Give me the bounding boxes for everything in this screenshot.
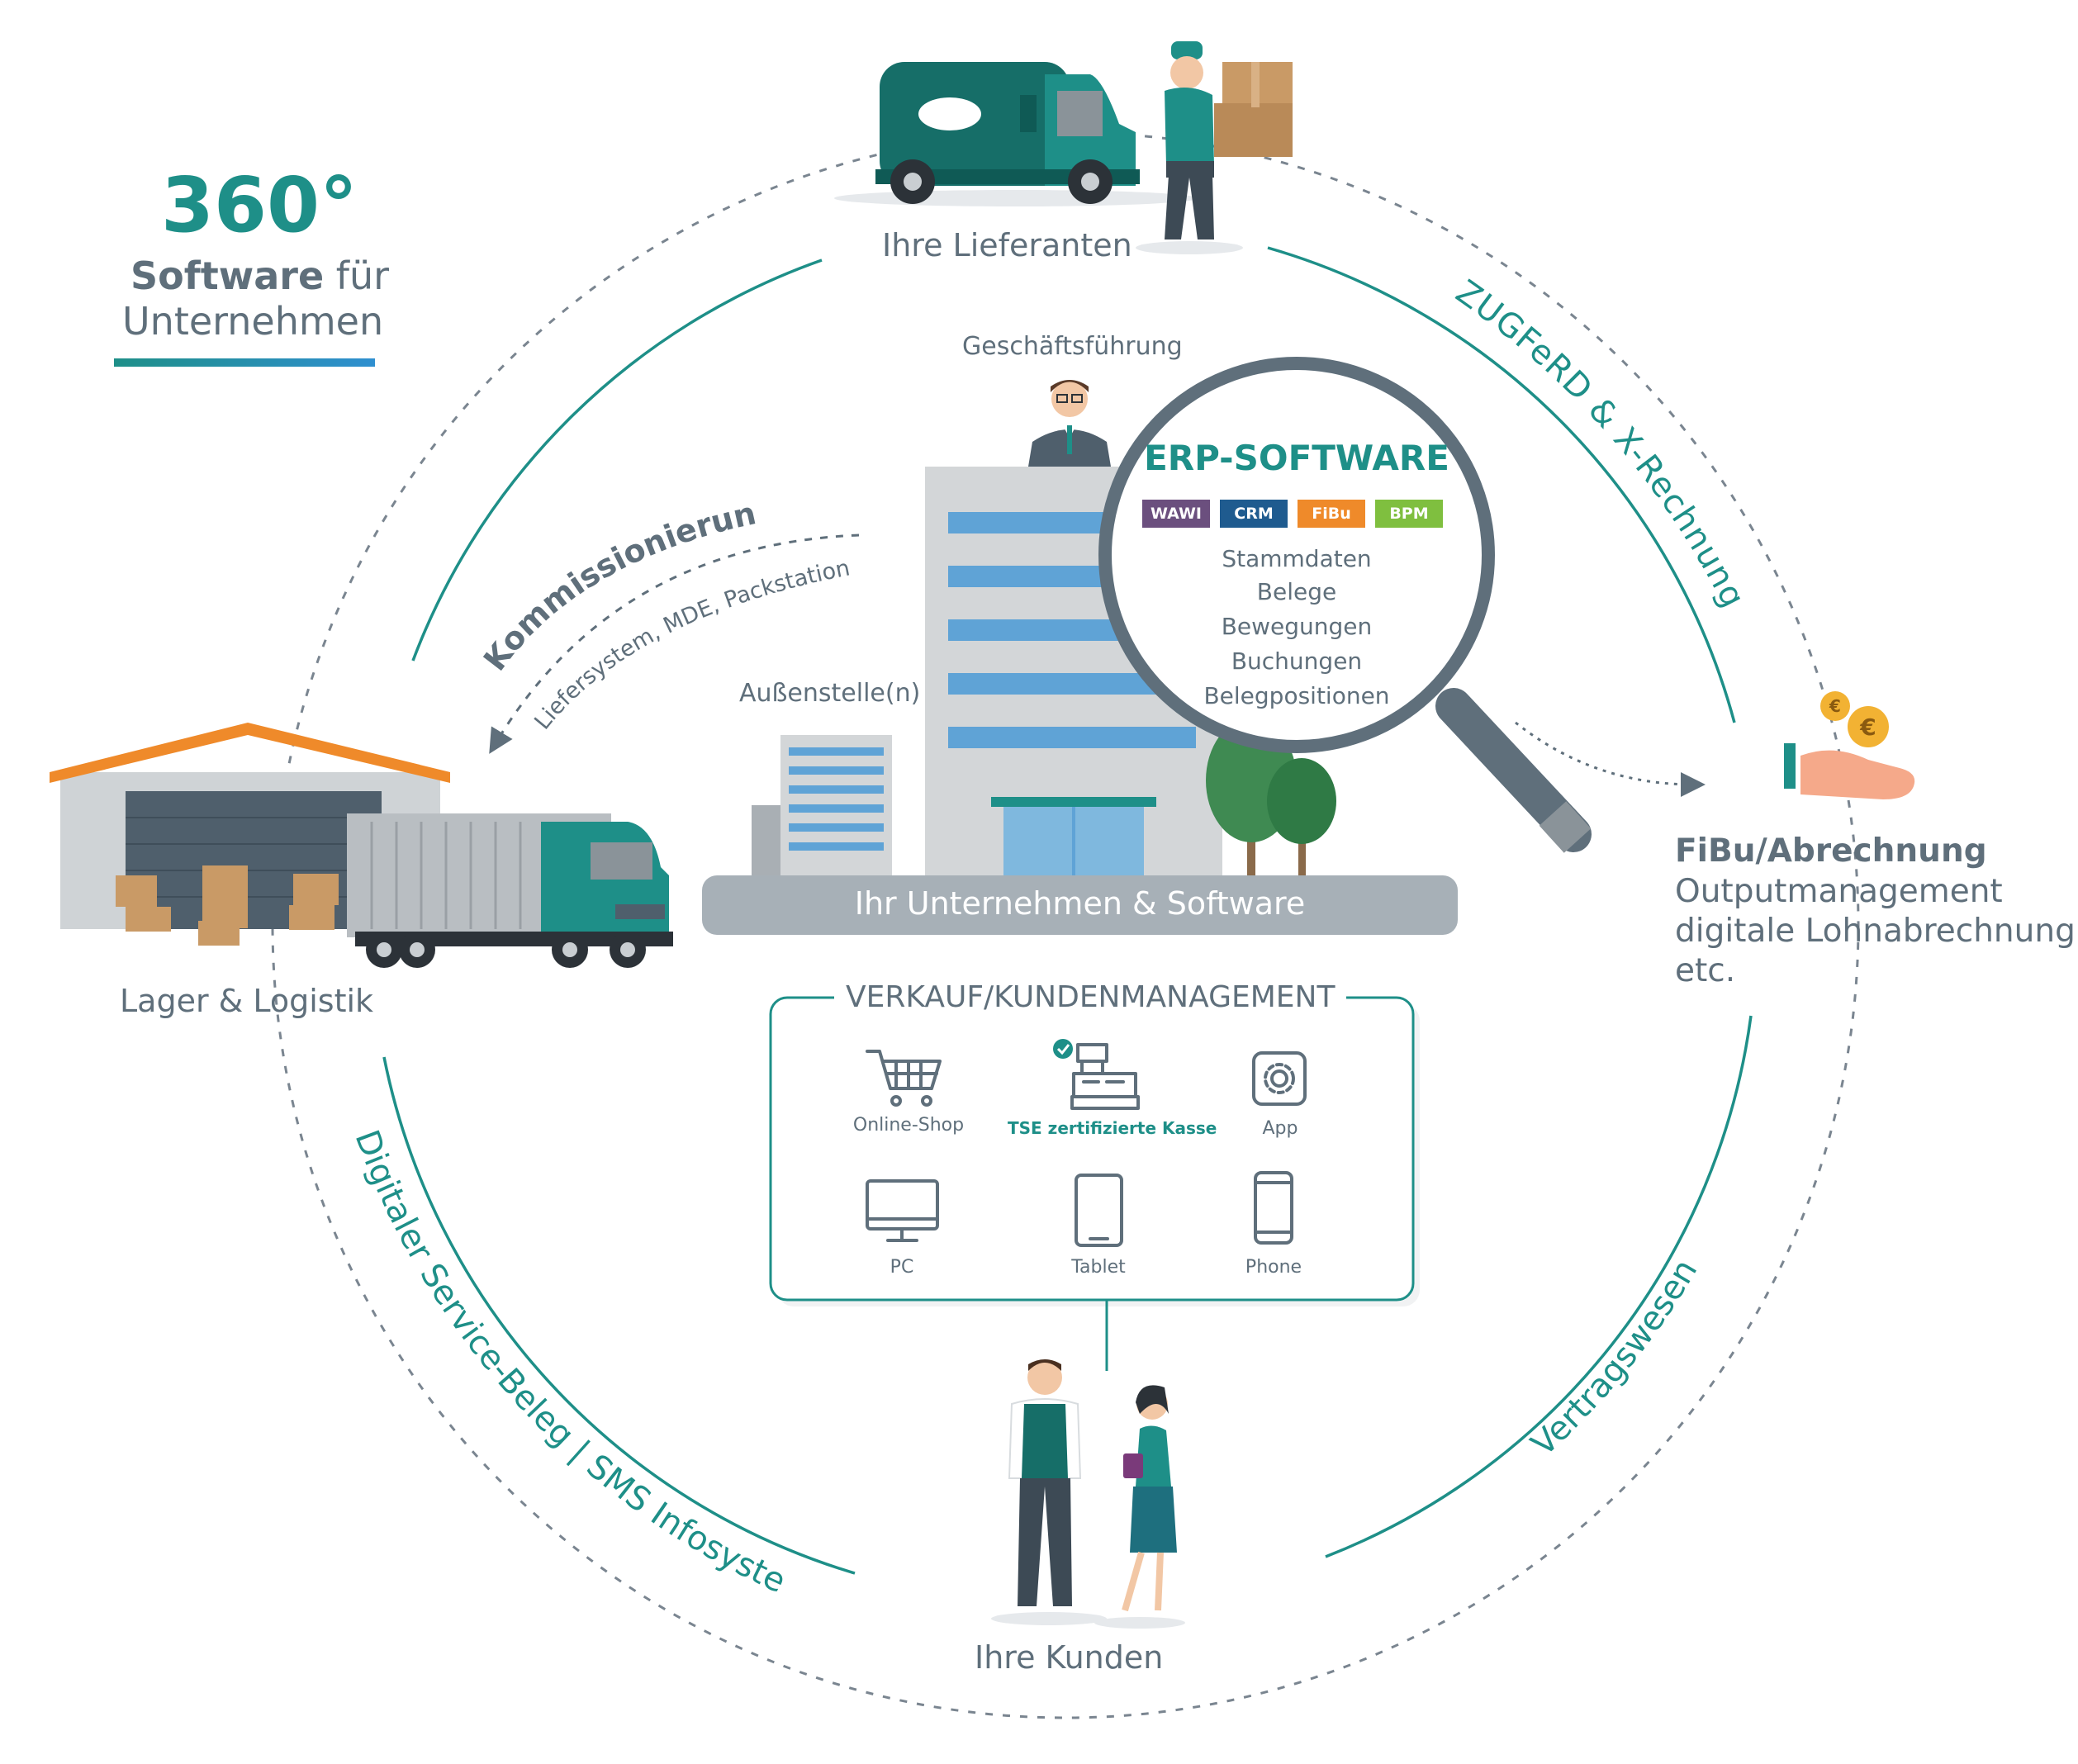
label-finance-line-2: digitale Lohnabrechnung xyxy=(1675,913,2076,950)
cash-register-icon xyxy=(1070,1043,1140,1110)
erp-item-1: Stammdaten xyxy=(1222,545,1372,572)
channel-label-pc: PC xyxy=(890,1257,914,1278)
inner-teal-arcs xyxy=(382,246,1753,1575)
svg-text:€: € xyxy=(1829,696,1841,716)
gear-icon xyxy=(1252,1051,1307,1106)
tablet-icon xyxy=(1075,1174,1123,1247)
delivery-man-icon xyxy=(1136,41,1293,254)
customer-woman-icon xyxy=(1094,1385,1185,1629)
label-suppliers: Ihre Lieferanten xyxy=(882,227,1132,263)
magnifier-icon xyxy=(1098,357,1592,853)
erp-item-5: Belegpositionen xyxy=(1203,682,1390,709)
erp-item-3: Bewegungen xyxy=(1221,613,1373,640)
title-line1-bold: Software xyxy=(130,254,325,298)
phone-icon xyxy=(1254,1171,1293,1245)
company-base-bar xyxy=(702,875,1458,935)
label-warehouse: Lager & Logistik xyxy=(120,983,374,1019)
title-line1-rest: für xyxy=(324,254,390,298)
label-finance-line-3: etc. xyxy=(1675,952,1736,989)
channel-label-tablet: Tablet xyxy=(1071,1257,1126,1278)
truck-icon xyxy=(347,813,673,968)
module-chip-bpm: BPM xyxy=(1375,500,1443,528)
title-line2: Unternehmen xyxy=(122,299,384,344)
cart-icon xyxy=(866,1050,942,1107)
erp-item-2: Belege xyxy=(1256,578,1337,605)
check-badge-icon xyxy=(1053,1039,1073,1059)
manager-icon xyxy=(1028,380,1111,467)
delivery-van-icon xyxy=(834,62,1198,206)
label-management: Geschäftsführung xyxy=(962,332,1183,361)
channel-label-kasse: TSE zertifizierte Kasse xyxy=(1008,1118,1217,1138)
svg-text:€: € xyxy=(1859,714,1876,741)
label-branch: Außenstelle(n) xyxy=(739,679,921,708)
title-360: 360° xyxy=(161,161,358,249)
label-customers: Ihre Kunden xyxy=(975,1639,1164,1676)
title-line1: Software für xyxy=(130,254,389,298)
arc-label-vertragswesen: Vertragswesen xyxy=(1525,1253,1706,1463)
warehouse-icon xyxy=(50,723,450,946)
channel-label-online-shop: Online-Shop xyxy=(852,1115,965,1136)
title-underline xyxy=(114,358,375,367)
label-finance-line-1: Outputmanagement xyxy=(1675,873,2003,910)
erp-item-4: Buchungen xyxy=(1231,647,1363,675)
label-finance-title: FiBu/Abrechnung xyxy=(1675,832,1987,870)
hand-coins-icon: € € xyxy=(1784,691,1915,799)
sales-title: VERKAUF/KUNDENMANAGEMENT xyxy=(834,980,1347,1014)
module-chip-wawi: WAWI xyxy=(1142,500,1210,528)
channel-label-phone: Phone xyxy=(1245,1257,1302,1278)
module-chip-crm: CRM xyxy=(1220,500,1288,528)
monitor-icon xyxy=(866,1179,939,1242)
commission-arrow xyxy=(489,533,860,754)
module-chip-fibu: FiBu xyxy=(1298,500,1365,528)
label-company: Ihr Unternehmen & Software xyxy=(854,885,1306,922)
channel-label-app: App xyxy=(1262,1118,1298,1139)
sales-box xyxy=(769,996,1415,1302)
customer-man-icon xyxy=(991,1359,1107,1625)
erp-title: ERP-SOFTWARE xyxy=(1144,438,1449,478)
